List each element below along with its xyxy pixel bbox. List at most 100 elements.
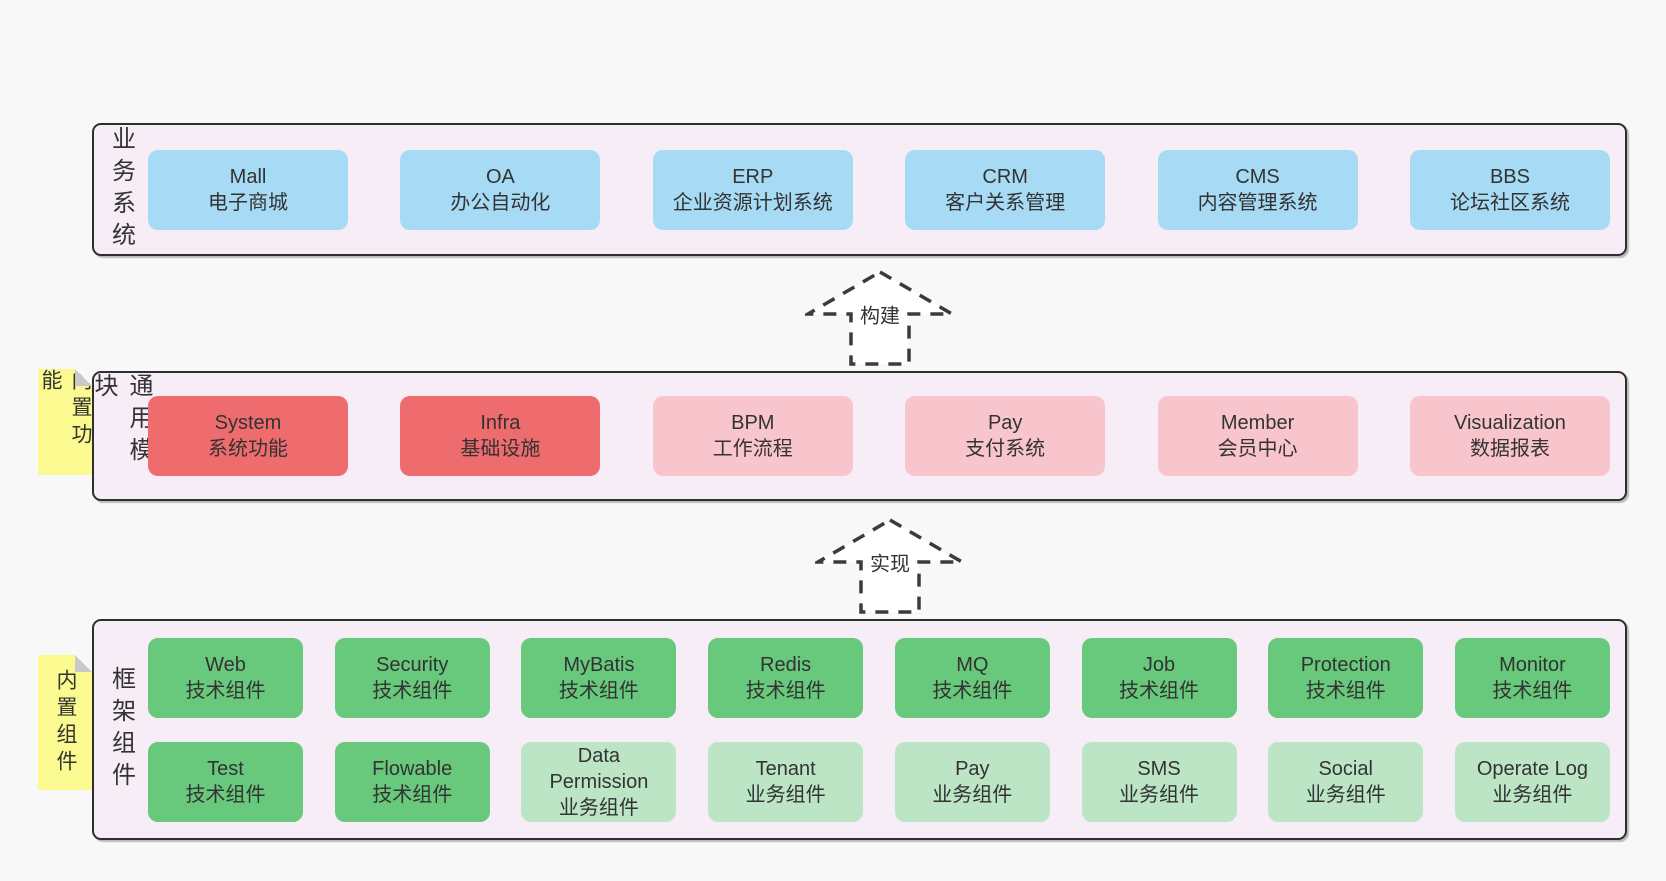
box-bbs-zh: 论坛社区系统 [1449,191,1570,214]
box-bbs: BBS 论坛社区系统 [1409,149,1610,230]
box-sms-en: SMS [1137,757,1181,780]
band-components-label: 框架组件 [94,621,148,838]
box-protection-zh: 技术组件 [1305,679,1386,702]
box-operate-log-en: Operate Log [1476,757,1589,780]
box-mybatis-en: MyBatis [563,653,635,676]
box-crm-en: CRM [982,165,1028,188]
box-mall-en: Mall [229,165,267,188]
box-bpm-en: BPM [731,412,775,434]
box-monitor: Monitor 技术组件 [1454,637,1610,718]
band-framework-components: 框架组件 Web 技术组件 Security 技术组件 MyBatis 技术组件… [92,619,1627,840]
box-web-en: Web [205,653,246,676]
box-crm: CRM 客户关系管理 [905,149,1106,230]
box-bbs-en: BBS [1489,165,1530,188]
box-operate-log-zh: 业务组件 [1492,783,1573,806]
sticky-built-in-components: 内置组件 [38,655,92,790]
box-tenant: Tenant 业务组件 [708,741,864,822]
box-redis: Redis 技术组件 [708,637,864,718]
sticky-built-in-features: 内置功能 [38,369,92,475]
box-mybatis-zh: 技术组件 [558,679,639,702]
box-visualization-en: Visualization [1453,412,1566,434]
band-modules-label: 通用模块 [90,373,152,499]
box-test: Test 技术组件 [148,741,303,822]
box-test-zh: 技术组件 [185,783,266,806]
box-security: Security 技术组件 [334,637,490,718]
box-social-en: Social [1318,757,1373,780]
box-data-permission: Data Permission 业务组件 [521,741,677,822]
box-redis-zh: 技术组件 [745,679,826,702]
components-row-2: Test 技术组件 Flowable 技术组件 Data Permission … [148,741,1610,822]
box-social: Social 业务组件 [1268,741,1424,822]
box-job: Job 技术组件 [1081,637,1237,718]
box-oa-zh: 办公自动化 [450,191,551,214]
box-member: Member 会员中心 [1157,396,1358,476]
box-pay-component: Pay 业务组件 [894,741,1050,822]
box-mybatis: MyBatis 技术组件 [521,637,677,718]
sticky-fold-corner-icon [75,655,92,672]
box-erp-en: ERP [732,165,774,188]
box-system: System 系统功能 [148,396,348,476]
components-row-1: Web 技术组件 Security 技术组件 MyBatis 技术组件 Redi… [148,637,1610,718]
box-cms-en: CMS [1235,165,1280,188]
box-mall-zh: 电子商城 [208,191,288,214]
box-infra-zh: 基础设施 [460,438,541,460]
band-components-label-text: 框架组件 [107,665,135,794]
box-bpm: BPM 工作流程 [652,396,853,476]
arrow-implement: 实现 [815,516,965,616]
box-erp: ERP 企业资源计划系统 [652,149,853,230]
box-operate-log: Operate Log 业务组件 [1454,741,1610,822]
band-common-modules: 通用模块 System 系统功能 Infra 基础设施 BPM 工作流程 Pay… [90,371,1627,501]
box-pay-module-zh: 支付系统 [965,438,1046,460]
sticky-built-in-components-text: 内置组件 [54,668,77,777]
box-cms: CMS 内容管理系统 [1157,149,1358,230]
box-visualization: Visualization 数据报表 [1409,396,1610,476]
box-test-en: Test [207,757,244,780]
box-protection-en: Protection [1300,653,1391,676]
box-pay-component-en: Pay [955,757,990,780]
box-mq: MQ 技术组件 [894,637,1050,718]
band-business-content: Mall 电子商城 OA 办公自动化 ERP 企业资源计划系统 CRM 客户关系… [148,125,1625,254]
box-tenant-zh: 业务组件 [745,783,826,806]
band-business-label: 业务系统 [94,125,148,254]
box-social-zh: 业务组件 [1305,783,1386,806]
arrow-build: 构建 [805,268,955,368]
box-infra: Infra 基础设施 [400,396,601,476]
box-monitor-en: Monitor [1499,653,1566,676]
box-redis-en: Redis [760,653,812,676]
box-job-zh: 技术组件 [1119,679,1200,702]
box-security-zh: 技术组件 [372,679,453,702]
box-oa: OA 办公自动化 [400,149,601,230]
band-modules-content: System 系统功能 Infra 基础设施 BPM 工作流程 Pay 支付系统… [148,373,1625,499]
box-monitor-zh: 技术组件 [1492,679,1573,702]
band-modules-label-text: 通用模块 [90,373,152,469]
box-web-zh: 技术组件 [185,679,266,702]
box-mall: Mall 电子商城 [148,149,348,230]
box-erp-zh: 企业资源计划系统 [672,191,833,214]
box-flowable-en: Flowable [372,757,453,780]
box-flowable: Flowable 技术组件 [334,741,490,822]
box-bpm-zh: 工作流程 [712,438,793,460]
box-crm-zh: 客户关系管理 [945,191,1066,214]
box-visualization-zh: 数据报表 [1469,438,1550,460]
band-business-systems: 业务系统 Mall 电子商城 OA 办公自动化 ERP 企业资源计划系统 CRM… [92,123,1627,256]
band-business-label-text: 业务系统 [107,125,135,254]
box-data-permission-en: Data Permission [549,744,649,793]
box-security-en: Security [376,653,449,676]
box-system-en: System [214,412,282,434]
box-mq-zh: 技术组件 [932,679,1013,702]
box-system-zh: 系统功能 [208,438,288,460]
arrow-implement-label: 实现 [868,547,912,577]
box-sms: SMS 业务组件 [1081,741,1237,822]
box-mq-en: MQ [956,653,989,676]
box-job-en: Job [1142,653,1176,676]
box-member-zh: 会员中心 [1217,438,1298,460]
box-infra-en: Infra [480,412,521,434]
box-pay-module: Pay 支付系统 [905,396,1106,476]
box-web: Web 技术组件 [148,637,303,718]
band-components-content: Web 技术组件 Security 技术组件 MyBatis 技术组件 Redi… [148,621,1625,838]
arrow-build-label: 构建 [858,299,902,329]
box-flowable-zh: 技术组件 [372,783,453,806]
box-cms-zh: 内容管理系统 [1197,191,1318,214]
box-member-en: Member [1220,412,1295,434]
box-pay-module-en: Pay [987,412,1023,434]
